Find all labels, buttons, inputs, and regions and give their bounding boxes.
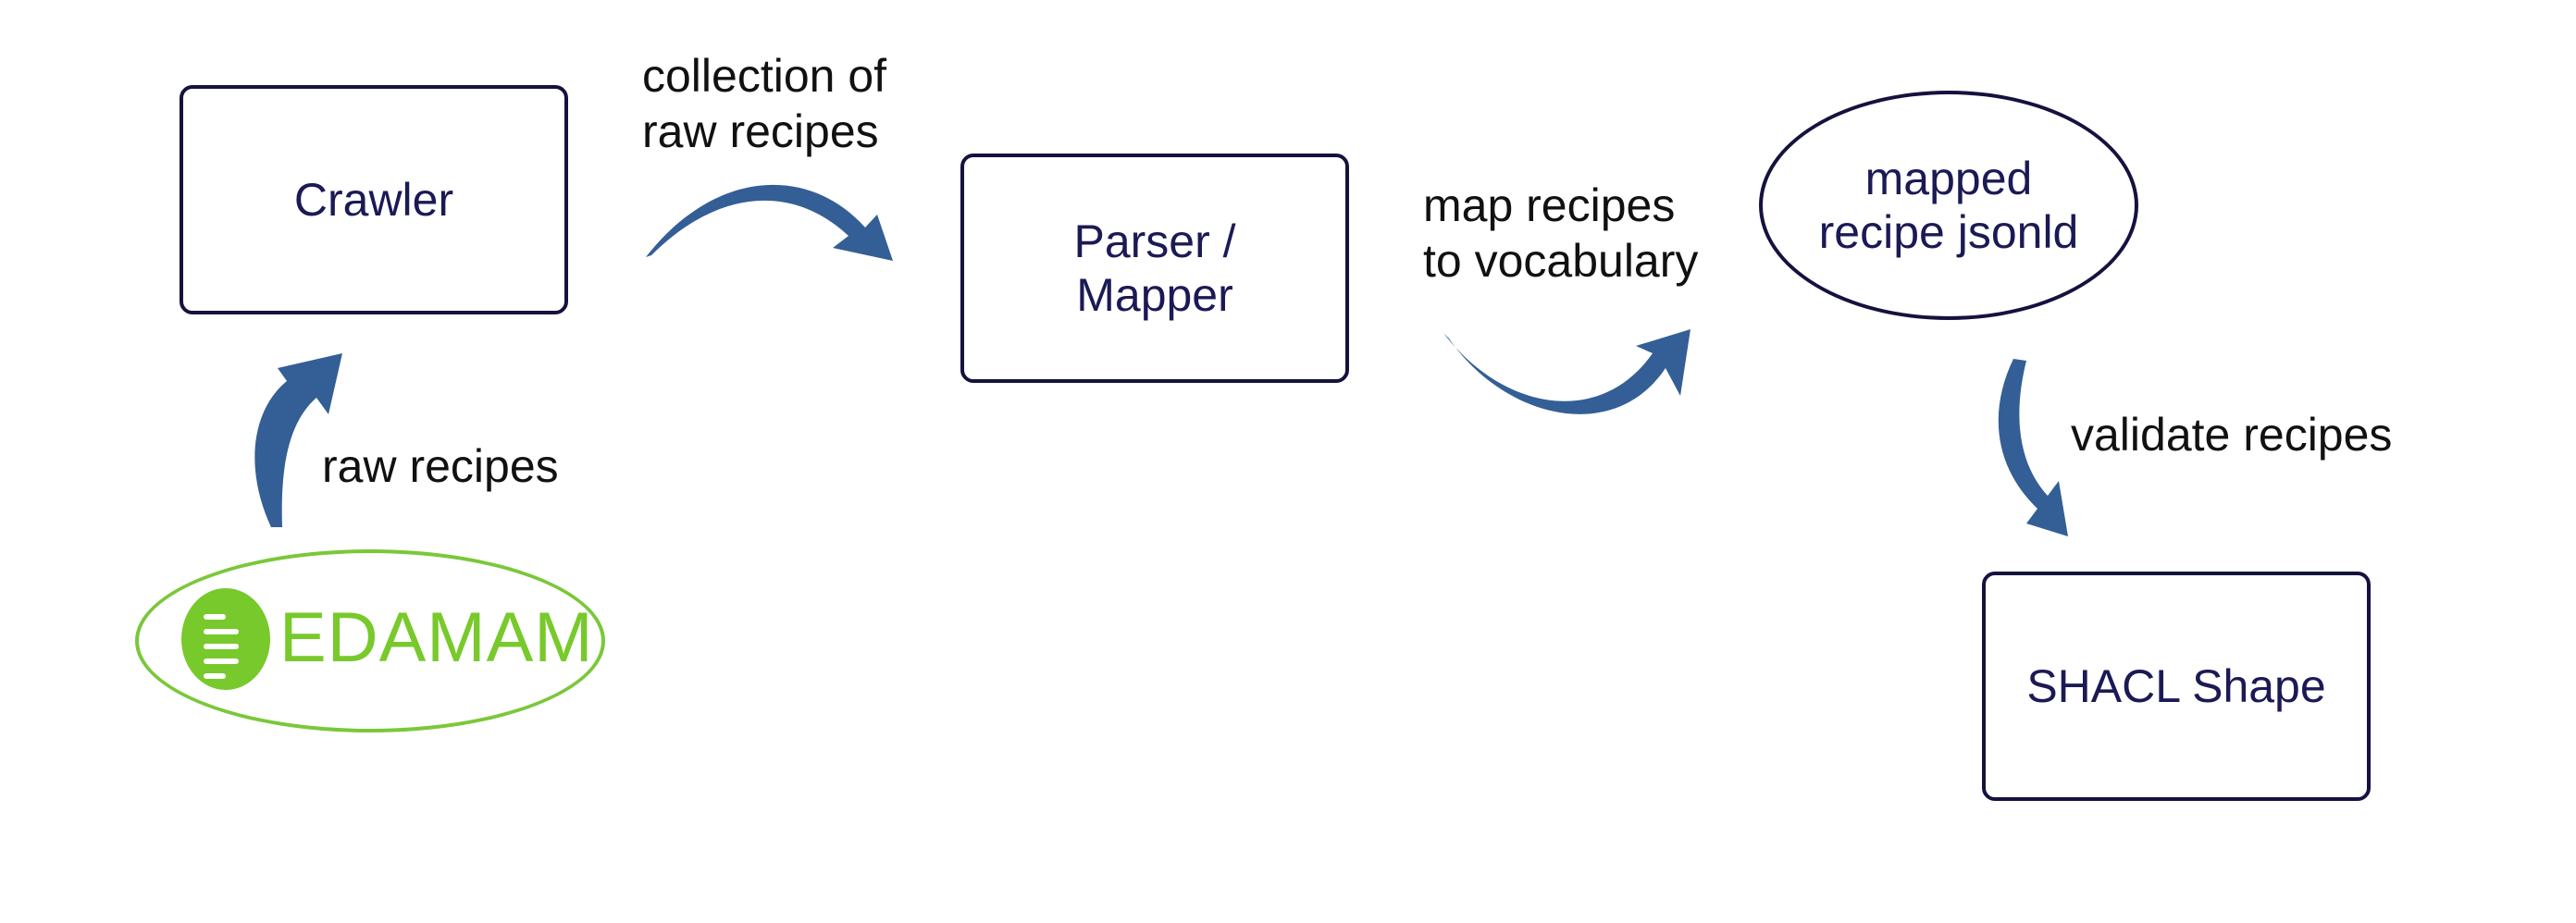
parser-mapper-node-label: Parser / Mapper [1073, 215, 1236, 321]
edge-label-collection-of-raw-recipes: collection of raw recipes [642, 50, 887, 157]
shacl-shape-node: SHACL Shape [1982, 572, 2371, 801]
mapped-recipe-jsonld-node-label: mapped recipe jsonld [1818, 153, 2079, 258]
edge-label-raw-recipes: raw recipes [322, 440, 559, 492]
crawler-node-label: Crawler [293, 174, 454, 226]
shacl-shape-node-label: SHACL Shape [2026, 660, 2326, 712]
mapped-recipe-jsonld-node: mapped recipe jsonld [1759, 91, 2138, 320]
edamam-logo-text: EDAMAM [279, 598, 594, 677]
arrow-mapped-to-shacl [1998, 359, 2068, 536]
edge-label-map-recipes-to-vocabulary: map recipes to vocabulary [1423, 179, 1699, 287]
crawler-node: Crawler [180, 85, 568, 314]
arrow-parser-to-mapped [1443, 329, 1690, 414]
edamam-logo-icon [181, 588, 270, 690]
arrow-edamam-to-crawler [254, 353, 342, 527]
parser-mapper-node: Parser / Mapper [960, 154, 1349, 383]
edge-label-validate-recipes: validate recipes [2071, 409, 2393, 461]
arrow-crawler-to-parser [646, 184, 893, 261]
